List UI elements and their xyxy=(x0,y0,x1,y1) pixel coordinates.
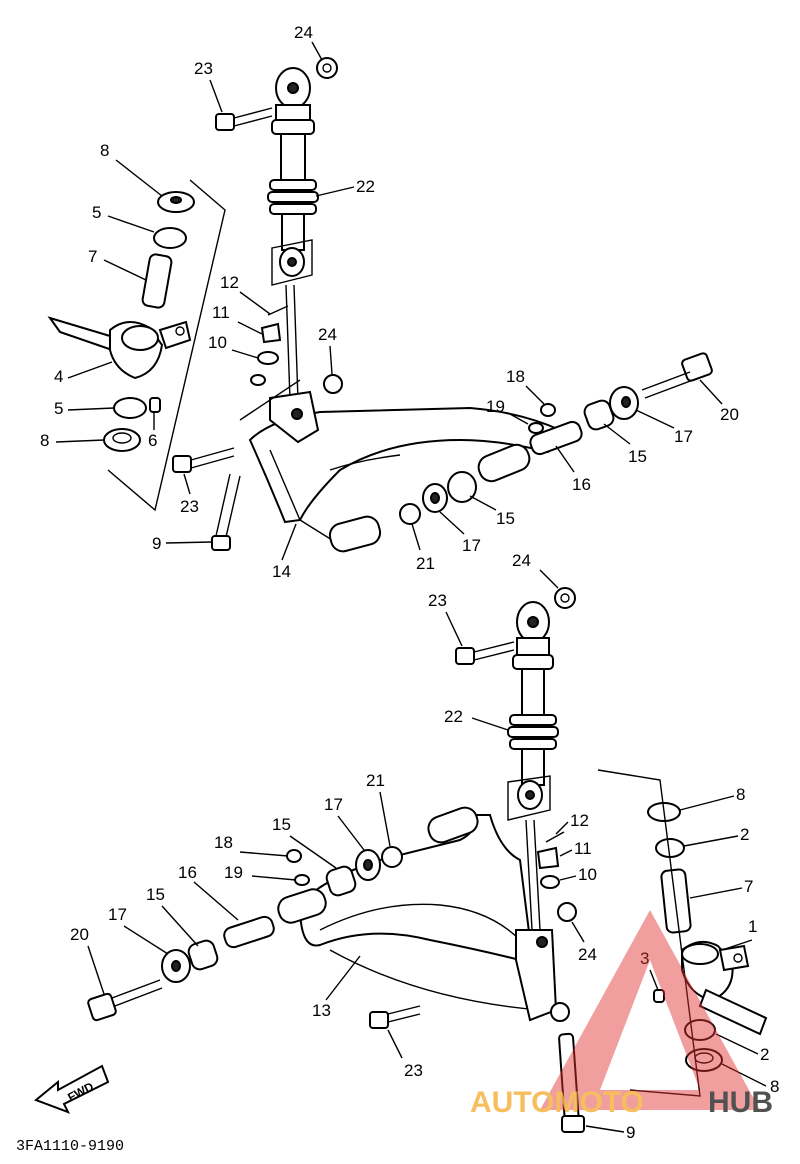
bolt-23-bottom xyxy=(369,1005,421,1029)
callout-17: 17 xyxy=(324,795,343,814)
callout-17: 17 xyxy=(462,536,481,555)
callout-23b: 23 xyxy=(404,1061,423,1080)
knuckle-4-left xyxy=(47,316,192,380)
callout-5: 5 xyxy=(92,203,101,222)
callout-24: 24 xyxy=(512,551,531,570)
callout-15b: 15 xyxy=(628,447,647,466)
callout-4: 4 xyxy=(54,367,63,386)
bottom-assembly: 24 23 22 21 17 15 18 19 16 15 17 20 13 xyxy=(70,551,779,1142)
watermark-text-right: HUB xyxy=(708,1086,773,1119)
top-assembly: 24 23 22 8 5 7 12 11 10 24 4 5 6 xyxy=(40,23,739,581)
callout-21: 21 xyxy=(416,554,435,573)
bolt-23-bottom-top xyxy=(455,587,576,665)
nut-24-top xyxy=(316,57,338,79)
callout-10: 10 xyxy=(208,333,227,352)
callout-17b: 17 xyxy=(674,427,693,446)
shock-absorber-top xyxy=(267,67,319,401)
callout-5b: 5 xyxy=(54,399,63,418)
callout-24b: 24 xyxy=(318,325,337,344)
callout-24b: 24 xyxy=(578,945,597,964)
callout-24: 24 xyxy=(294,23,313,42)
callout-9: 9 xyxy=(626,1123,635,1142)
right-hardware-bottom xyxy=(536,769,768,1133)
right-hardware-top xyxy=(399,352,713,525)
callout-15: 15 xyxy=(272,815,291,834)
callout-1: 1 xyxy=(748,917,757,936)
callout-14: 14 xyxy=(272,562,291,581)
callout-16: 16 xyxy=(178,863,197,882)
callout-23: 23 xyxy=(428,591,447,610)
callout-21: 21 xyxy=(366,771,385,790)
callout-15: 15 xyxy=(496,509,515,528)
left-stack-parts xyxy=(103,179,226,512)
watermark-text-left: AUTOMOTO xyxy=(470,1086,644,1119)
callout-20: 20 xyxy=(720,405,739,424)
bolt-9-top xyxy=(211,473,241,551)
callout-20: 20 xyxy=(70,925,89,944)
callout-16: 16 xyxy=(572,475,591,494)
shock-absorber-bottom xyxy=(507,601,559,931)
callout-12: 12 xyxy=(570,811,589,830)
callout-7: 7 xyxy=(744,877,753,896)
callout-10: 10 xyxy=(578,865,597,884)
callout-23: 23 xyxy=(194,59,213,78)
callout-19: 19 xyxy=(224,863,243,882)
watermark-logo-icon xyxy=(540,910,760,1110)
callout-12: 12 xyxy=(220,273,239,292)
arm-14 xyxy=(239,379,562,553)
callout-18: 18 xyxy=(506,367,525,386)
callout-22: 22 xyxy=(444,707,463,726)
callout-8b: 8 xyxy=(770,1077,779,1096)
automotohub-watermark: AUTOMOTO HUB xyxy=(470,910,773,1119)
bolt-23-mid xyxy=(172,447,235,473)
callout-22: 22 xyxy=(356,177,375,196)
arm-13 xyxy=(277,806,570,1022)
callout-9: 9 xyxy=(152,534,161,553)
callout-11: 11 xyxy=(574,839,592,858)
callout-18: 18 xyxy=(214,833,233,852)
callout-8b: 8 xyxy=(40,431,49,450)
callout-23b: 23 xyxy=(180,497,199,516)
bolt-23-top xyxy=(215,107,273,131)
callout-8: 8 xyxy=(100,141,109,160)
fwd-arrow-icon: FWD xyxy=(34,1064,110,1114)
diagram-code: 3FA1110-9190 xyxy=(16,1138,124,1155)
callout-2b: 2 xyxy=(760,1045,769,1064)
callout-3: 3 xyxy=(640,949,649,968)
callout-7: 7 xyxy=(88,247,97,266)
callout-2: 2 xyxy=(740,825,749,844)
top-callouts: 24 23 22 8 5 7 12 11 10 24 4 5 6 xyxy=(40,23,739,581)
callout-6: 6 xyxy=(148,431,157,450)
callout-13: 13 xyxy=(312,1001,331,1020)
callout-17b: 17 xyxy=(108,905,127,924)
callout-8: 8 xyxy=(736,785,745,804)
callout-19: 19 xyxy=(486,397,505,416)
callout-15b: 15 xyxy=(146,885,165,904)
callout-11: 11 xyxy=(212,303,230,322)
bottom-callouts: 24 23 22 21 17 15 18 19 16 15 17 20 13 xyxy=(70,551,779,1142)
left-hardware-bottom xyxy=(87,846,403,1022)
